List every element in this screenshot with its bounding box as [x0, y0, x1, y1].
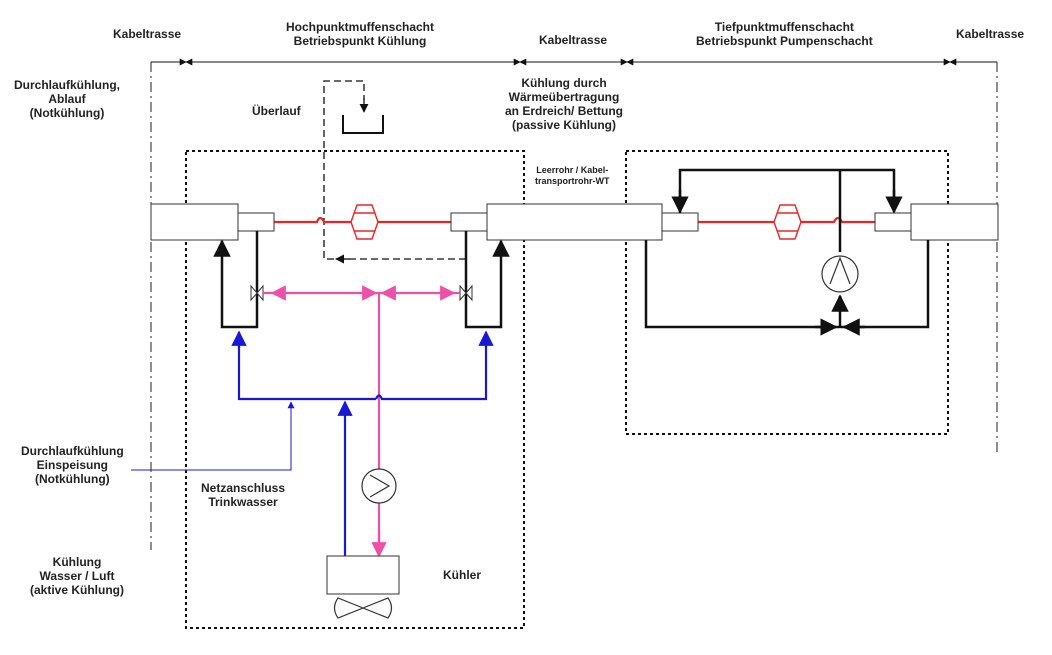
- pump-icon-right: [821, 255, 859, 293]
- label-hochpunkt: Hochpunktmuffenschacht Betriebspunkt Küh…: [286, 20, 435, 48]
- label-kabeltrasse-mid: Kabeltrasse: [539, 33, 608, 47]
- cable-sleeves: [150, 203, 999, 241]
- label-aktive-cooling: Kühlung Wasser / Luft (aktive Kühlung): [30, 555, 125, 597]
- label-kuehler: Kühler: [443, 568, 482, 582]
- sleeve-far-end: [874, 212, 912, 232]
- label-kabeltrasse-left: Kabeltrasse: [113, 27, 182, 41]
- sleeve-mid-end: [450, 212, 488, 232]
- overflow-line: [323, 80, 466, 260]
- blue-lines: [237, 340, 488, 556]
- hochpunkt-shaft-box: [185, 150, 525, 629]
- label-kabeltrasse-right: Kabeltrasse: [956, 27, 1025, 41]
- label-durchlauf-ablauf: Durchlaufkühlung, Ablauf (Notkühlung): [14, 78, 120, 120]
- cooler-box: [326, 555, 400, 595]
- pink-lines: [263, 291, 460, 545]
- label-ueberlauf: Überlauf: [252, 104, 301, 118]
- cable-joint-icon: [350, 204, 379, 240]
- pump-icon: [361, 468, 397, 504]
- leerrohr-pipe: [486, 203, 663, 241]
- black-loops-right: [644, 168, 930, 329]
- label-tiefpunkt: Tiefpunktmuffenschacht Betriebspunkt Pum…: [696, 20, 873, 48]
- black-loops-left: [220, 231, 503, 329]
- label-passive-cooling: Kühlung durch Wärmeübertragung an Erdrei…: [505, 76, 624, 132]
- label-netzanschluss: Netzanschluss Trinkwasser: [201, 481, 286, 509]
- cable-lines-red: [274, 216, 875, 224]
- fan-icon: [333, 597, 393, 619]
- label-durchlauf-einspeisung: Durchlaufkühlung Einspeisung (Notkühlung…: [21, 444, 124, 486]
- sleeve-left-end: [237, 212, 275, 232]
- einspeisung-line: [131, 410, 292, 471]
- overflow-basin: [342, 115, 384, 134]
- cable-joint-icon-right: [773, 204, 802, 240]
- label-leerrohr: Leerrohr / Kabel- transportrohr-WT: [535, 165, 610, 186]
- section-lines: [150, 62, 998, 550]
- sleeve-right-end: [661, 212, 699, 232]
- sleeve-right: [910, 203, 999, 241]
- sleeve-left: [150, 203, 239, 241]
- valve-icon: [250, 284, 473, 302]
- tiefpunkt-shaft-box: [625, 150, 949, 435]
